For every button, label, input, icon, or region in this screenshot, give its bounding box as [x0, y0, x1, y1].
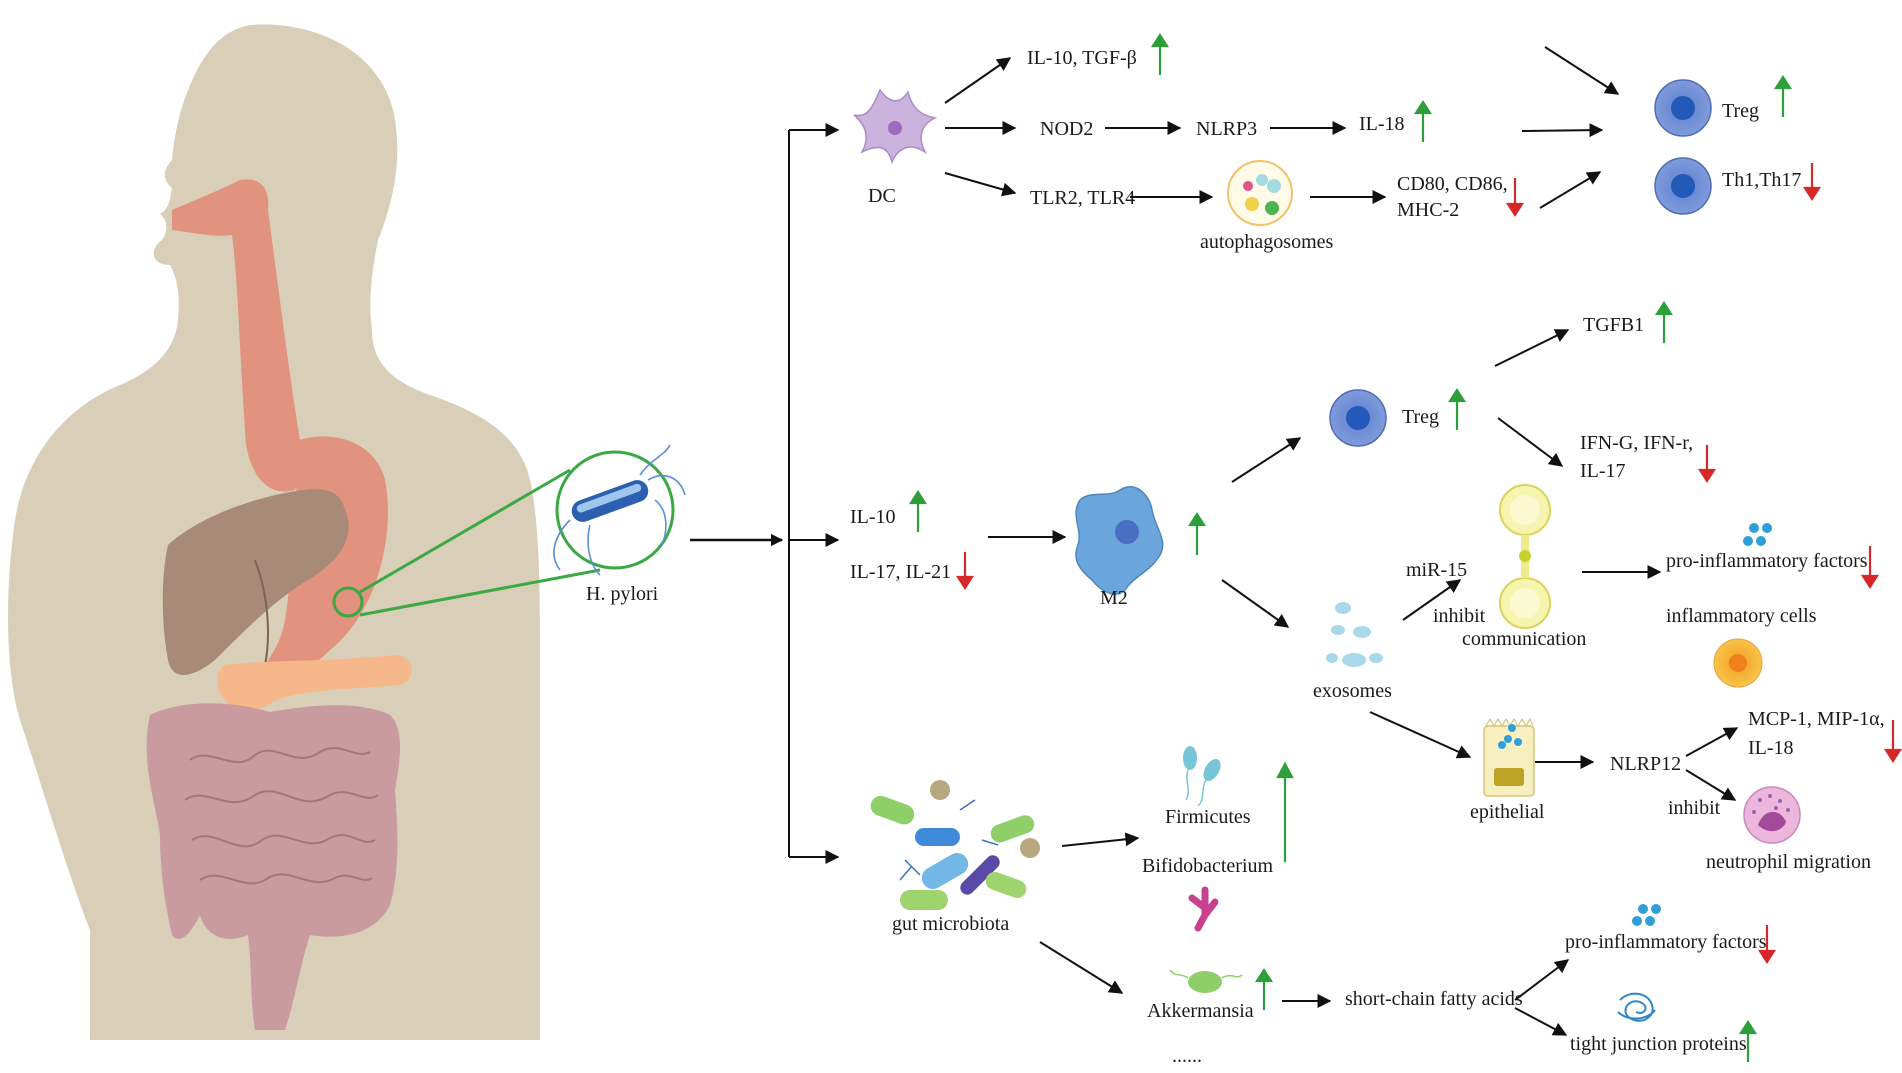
- communication-label: communication: [1462, 628, 1586, 650]
- ifn-label-line2: IL-17: [1580, 460, 1626, 482]
- nlrp12-label: NLRP12: [1610, 753, 1681, 775]
- main-tree-connectors: [690, 123, 840, 864]
- inflammatory-cell-icon: [1713, 638, 1763, 688]
- tight-junction-label: tight junction proteins: [1570, 1033, 1747, 1055]
- treg-label: Treg: [1722, 100, 1759, 122]
- pro-inflammatory-label-2: pro-inflammatory factors: [1565, 931, 1767, 953]
- firmicutes-icon: [1183, 746, 1221, 807]
- inflammatory-cells-label: inflammatory cells: [1666, 605, 1817, 627]
- down-arrow-icon: [1802, 163, 1822, 202]
- th-cell-icon: [1654, 157, 1712, 215]
- cytokine-dots-icon: [1632, 904, 1661, 926]
- down-arrow-icon: [1697, 445, 1717, 484]
- up-arrow-icon: [908, 489, 928, 532]
- lens-line-top: [359, 468, 571, 594]
- h-pylori-bacterium-icon: [553, 444, 686, 576]
- stomach-highlight-circle: [332, 586, 364, 618]
- gut-branch-arrows: [1039, 832, 1570, 1036]
- dendritic-cell-icon: [853, 88, 938, 165]
- exosomes-icon: [1326, 602, 1383, 667]
- up-arrow-icon: [1738, 1019, 1758, 1062]
- tlr-label: TLR2, TLR4: [1030, 187, 1135, 209]
- pancreas: [217, 655, 412, 711]
- nlrp3-label: NLRP3: [1196, 118, 1257, 140]
- down-arrow-icon: [1860, 546, 1880, 590]
- inhibit-label: inhibit: [1433, 605, 1486, 627]
- intestines: [146, 703, 400, 1030]
- up-arrow-icon: [1187, 511, 1207, 555]
- il10-tgfb-label: IL-10, TGF-β: [1027, 47, 1137, 69]
- esophagus: [172, 179, 303, 492]
- lens-line-bottom: [359, 568, 601, 617]
- m2-branch-arrows: [988, 329, 1739, 801]
- up-arrow-icon: [1413, 99, 1433, 142]
- m2-treg-label: Treg: [1402, 406, 1439, 428]
- autophagosomes-label: autophagosomes: [1200, 231, 1334, 253]
- up-arrow-icon: [1447, 387, 1467, 430]
- akkermansia-label: Akkermansia: [1147, 1000, 1254, 1022]
- mcp-label-line1: MCP-1, MIP-1α,: [1748, 708, 1885, 730]
- dots-label: ......: [1172, 1045, 1202, 1067]
- cell-communication-icon: [1499, 484, 1551, 629]
- down-arrow-icon: [1883, 720, 1902, 764]
- tight-junction-icon: [1617, 992, 1656, 1022]
- h-pylori-label: H. pylori: [586, 583, 659, 605]
- epithelial-label: epithelial: [1470, 801, 1545, 823]
- intestine-folds: [184, 747, 379, 885]
- cd80-label-line2: MHC-2: [1397, 199, 1459, 221]
- gut-microbiota-label: gut microbiota: [892, 913, 1009, 935]
- m2-macrophage-icon: [1075, 486, 1164, 595]
- down-arrow-icon: [1505, 178, 1525, 218]
- mir15-label: miR-15: [1406, 559, 1467, 581]
- epithelial-cell-icon: [1483, 717, 1535, 797]
- akkermansia-icon: [1169, 969, 1243, 993]
- th1-th17-label: Th1,Th17: [1722, 169, 1801, 191]
- il17-il21-label: IL-17, IL-21: [850, 561, 951, 583]
- neutrophil-migration-label: neutrophil migration: [1706, 851, 1871, 873]
- bifidobacterium-icon: [1188, 886, 1219, 932]
- up-arrow-icon: [1276, 761, 1294, 862]
- pro-inflammatory-label: pro-inflammatory factors: [1666, 550, 1868, 572]
- treg-cell-icon: [1654, 79, 1712, 137]
- bifidobacterium-label: Bifidobacterium: [1142, 855, 1274, 877]
- up-arrow-icon: [1773, 74, 1793, 117]
- liver: [162, 489, 349, 675]
- down-arrow-icon: [955, 552, 975, 591]
- liver-lobe-line: [254, 559, 269, 666]
- il18-label: IL-18: [1359, 113, 1405, 135]
- il10-label: IL-10: [850, 506, 896, 528]
- cytokine-dots-icon: [1743, 523, 1772, 546]
- exosomes-label: exosomes: [1313, 680, 1392, 702]
- neutrophil-icon: [1743, 786, 1801, 844]
- up-arrow-icon: [1254, 967, 1274, 1010]
- mcp-label-line2: IL-18: [1748, 737, 1794, 759]
- tgfb1-label: TGFB1: [1583, 314, 1644, 336]
- dc-label: DC: [868, 185, 896, 207]
- scfa-label: short-chain fatty acids: [1345, 988, 1523, 1010]
- up-arrow-icon: [1654, 300, 1674, 343]
- cd80-label-line1: CD80, CD86,: [1397, 173, 1508, 195]
- autophagosome-icon: [1227, 160, 1293, 226]
- down-arrow-icon: [1757, 925, 1777, 965]
- firmicutes-label: Firmicutes: [1165, 806, 1251, 828]
- ifn-label-line1: IFN-G, IFN-r,: [1580, 432, 1693, 454]
- up-arrow-icon: [1150, 32, 1170, 75]
- human-body-illustration: [8, 24, 686, 1040]
- dc-branch-arrows: [944, 46, 1620, 209]
- nod2-label: NOD2: [1040, 118, 1093, 140]
- inhibit-label: inhibit: [1668, 797, 1721, 819]
- m2-label: M2: [1100, 587, 1128, 609]
- gut-microbiota-icon: [870, 780, 1040, 910]
- treg-cell-icon: [1329, 389, 1387, 447]
